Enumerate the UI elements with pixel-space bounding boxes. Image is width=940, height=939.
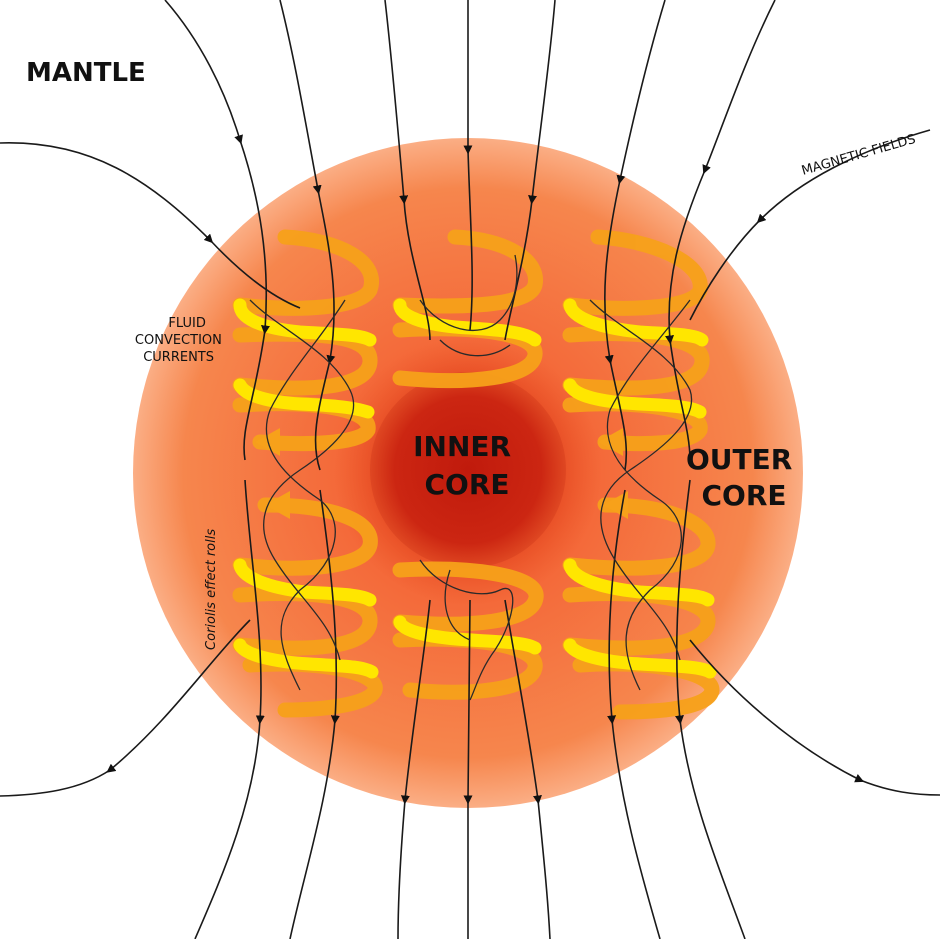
inner-core-label-line1: INNER — [413, 430, 511, 463]
coriolis-label: Coriolis effect rolls — [204, 529, 219, 650]
magnetic-fields-label: MAGNETIC FIELDS — [800, 132, 917, 179]
outer-core-label: OUTER CORE — [686, 443, 802, 512]
inner-current-lines — [249, 254, 693, 701]
fluid-convection-line1: FLUID — [168, 316, 205, 331]
outer-core-label-line2: CORE — [701, 479, 786, 512]
inner-core-label: INNER CORE — [413, 430, 521, 501]
fluid-convection-label: FLUID CONVECTION CURRENTS — [135, 316, 226, 365]
fluid-convection-line3: CURRENTS — [143, 350, 214, 365]
mantle-label: MANTLE — [26, 58, 146, 88]
inner-core — [370, 372, 566, 568]
inner-core-label-line2: CORE — [424, 468, 509, 501]
coriolis-rolls-front — [233, 298, 717, 679]
outer-core-label-line1: OUTER — [686, 443, 792, 476]
fluid-convection-line2: CONVECTION — [135, 333, 222, 348]
